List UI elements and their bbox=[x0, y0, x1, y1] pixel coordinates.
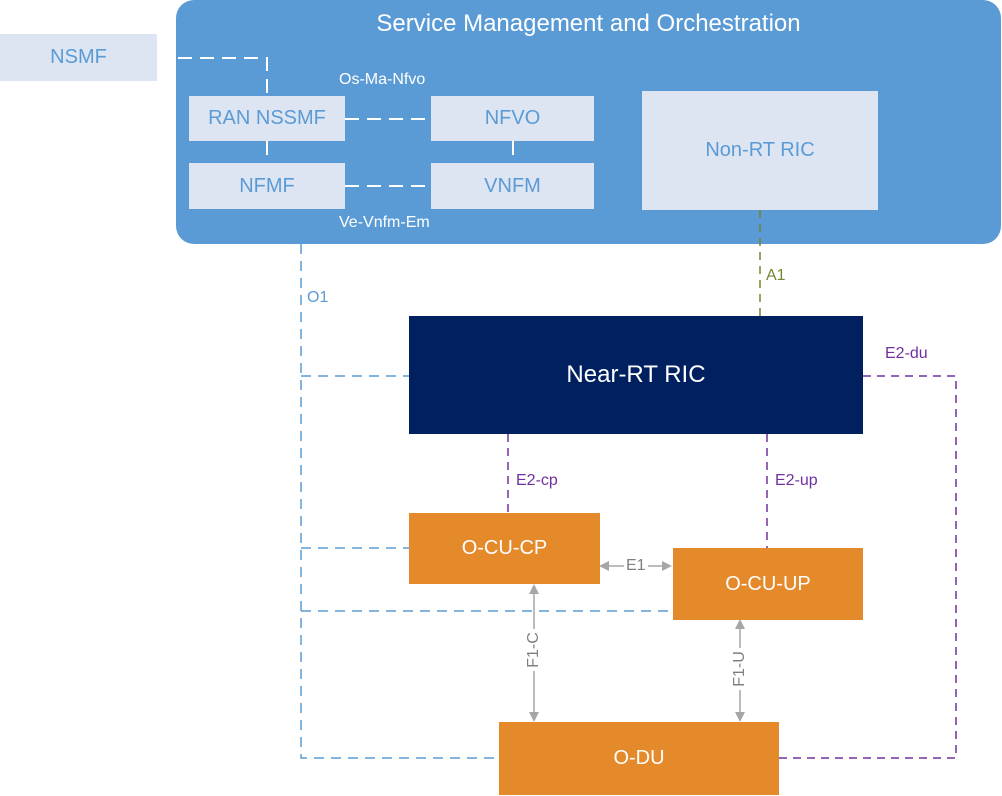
ve-vnfm-em-label: Ve-Vnfm-Em bbox=[339, 214, 430, 231]
e2-du-line bbox=[779, 375, 957, 759]
vnfm-box: VNFM bbox=[431, 163, 594, 209]
e2-du-label: E2-du bbox=[885, 345, 928, 362]
os-ma-nfvo-label: Os-Ma-Nfvo bbox=[339, 71, 426, 88]
o-cu-up-box: O-CU-UP bbox=[673, 548, 863, 620]
f1-u-label: F1-U bbox=[731, 648, 749, 690]
vnfm-label: VNFM bbox=[484, 174, 541, 197]
ran-nssmf-box: RAN NSSMF bbox=[189, 96, 345, 141]
smo-title: Service Management and Orchestration bbox=[376, 10, 801, 37]
ran-nssmf-label: RAN NSSMF bbox=[208, 107, 326, 129]
non-rt-ric-label: Non-RT RIC bbox=[705, 139, 815, 161]
o1-trunk-line bbox=[300, 244, 499, 759]
o-du-box: O-DU bbox=[499, 722, 779, 795]
nsmf-box: NSMF bbox=[0, 34, 157, 81]
e2-cp-label: E2-cp bbox=[516, 472, 558, 489]
near-rt-ric-label: Near-RT RIC bbox=[566, 361, 706, 388]
nsmf-label: NSMF bbox=[50, 46, 107, 68]
nfvo-box: NFVO bbox=[431, 96, 594, 141]
a1-label: A1 bbox=[766, 267, 786, 284]
e1-label: E1 bbox=[624, 557, 648, 575]
nfvo-label: NFVO bbox=[484, 107, 541, 129]
nfmf-label: NFMF bbox=[239, 174, 295, 197]
e2-up-label: E2-up bbox=[775, 472, 818, 489]
near-rt-ric-box: Near-RT RIC bbox=[409, 316, 863, 434]
f1-c-label: F1-C bbox=[525, 629, 543, 671]
nfmf-box: NFMF bbox=[189, 163, 345, 209]
o-cu-cp-box: O-CU-CP bbox=[409, 513, 600, 584]
o-cu-cp-label: O-CU-CP bbox=[461, 537, 548, 559]
o1-label: O1 bbox=[307, 289, 329, 306]
o-du-label: O-DU bbox=[613, 747, 665, 769]
non-rt-ric-box: Non-RT RIC bbox=[642, 91, 878, 210]
o-cu-up-label: O-CU-UP bbox=[725, 572, 811, 595]
nsmf-to-ran-nssmf-line bbox=[178, 57, 268, 96]
